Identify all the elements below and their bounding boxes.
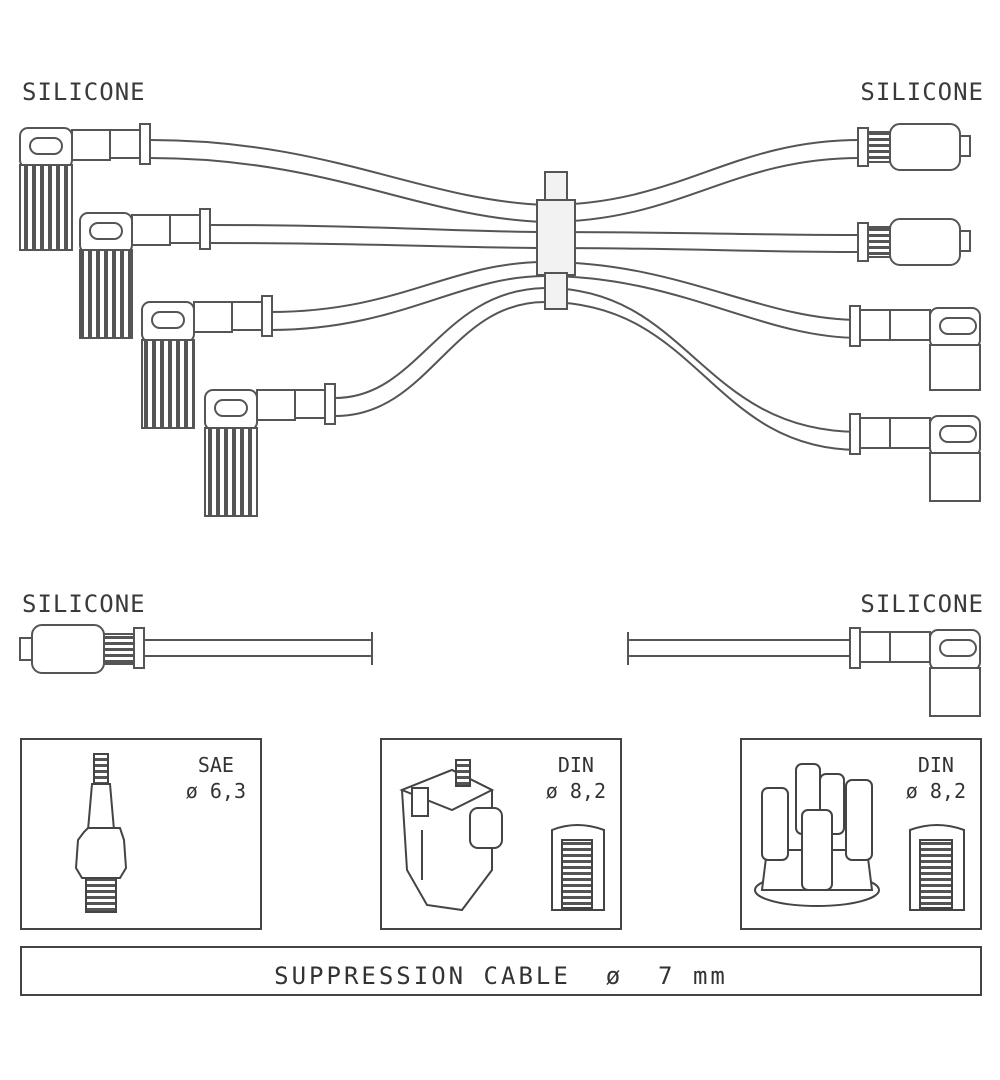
connector-standard: DIN [557, 753, 594, 777]
ignition-coil-icon [399, 759, 605, 912]
left-boot-1 [19, 123, 151, 251]
harness-left-label: SILICONE [22, 78, 146, 106]
single-cable-right-label: SILICONE [860, 590, 984, 618]
right-angled-boots [849, 305, 981, 502]
right-straight-terminal-2 [857, 218, 971, 266]
connector-diameter: ø 8,2 [545, 779, 606, 803]
single-cable-left-label: SILICONE [22, 590, 146, 618]
connector-diameter: ø 6,3 [185, 779, 246, 803]
cable-spec-text: SUPPRESSION CABLE ø 7 mm [274, 962, 728, 990]
connector-standard: SAE [197, 753, 234, 777]
left-boot-3 [141, 295, 273, 429]
single-cable [19, 624, 981, 717]
connector-box-sae: SAE ø 6,3 [20, 738, 262, 930]
connector-diameter: ø 8,2 [905, 779, 966, 803]
left-boot-4 [204, 383, 336, 517]
spark-plug-icon [74, 753, 128, 913]
cable-spec-bar: SUPPRESSION CABLE ø 7 mm [20, 946, 982, 996]
right-straight-terminal-1 [857, 123, 971, 171]
left-boots [19, 123, 336, 517]
connector-box-din-coil: DIN ø 8,2 [380, 738, 622, 930]
cable-clip [536, 171, 576, 310]
right-angled-boot-2 [849, 413, 981, 502]
harness-right-label: SILICONE [860, 78, 984, 106]
left-boot-2 [79, 208, 211, 339]
right-straight-terminals [857, 123, 971, 266]
connector-box-din-distributor: DIN ø 8,2 [740, 738, 982, 930]
distributor-cap-icon [754, 763, 965, 911]
right-angled-boot-1 [849, 305, 981, 391]
connector-standard: DIN [917, 753, 954, 777]
